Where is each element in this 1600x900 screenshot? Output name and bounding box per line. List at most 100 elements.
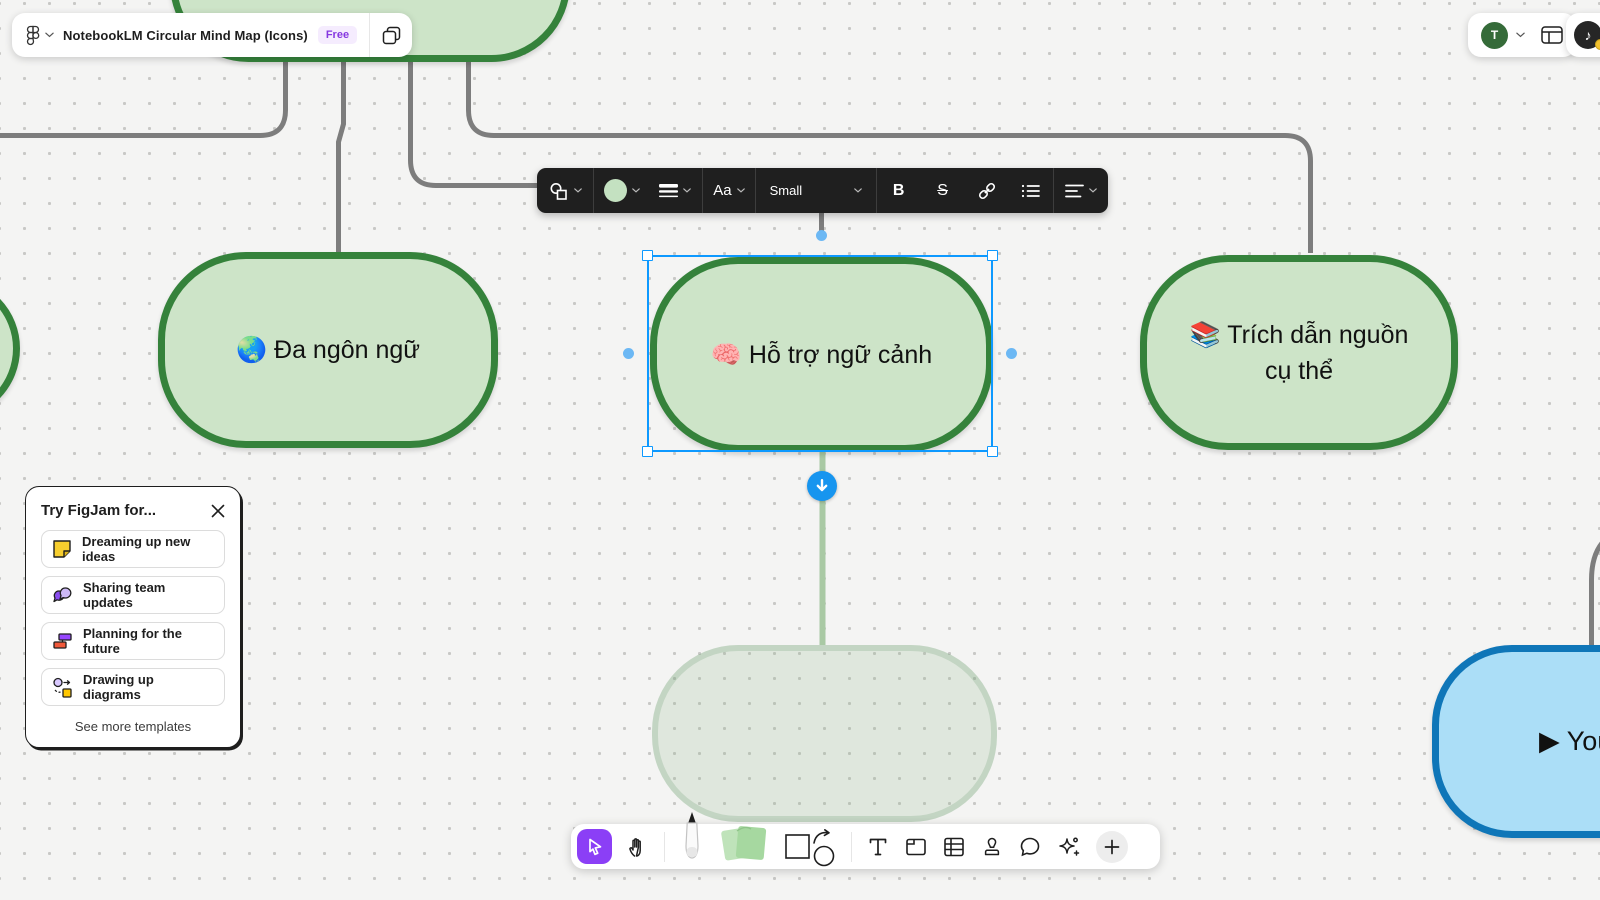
selection-handle-top-right[interactable] xyxy=(987,250,998,261)
table-tool-button[interactable] xyxy=(942,835,966,859)
toolbar-divider xyxy=(593,168,595,213)
mindmap-node-youtube[interactable]: ▶ You xyxy=(1432,645,1600,838)
node-label: 🌏 Đa ngôn ngữ xyxy=(235,336,421,364)
template-item-label: Planning for the future xyxy=(83,626,182,656)
shape-icon xyxy=(549,181,569,201)
cursor-arrow-icon xyxy=(584,836,606,858)
toolbar-divider xyxy=(1052,168,1054,213)
music-plugin-button[interactable]: ♪ xyxy=(1566,13,1600,57)
strikethrough-button[interactable]: S xyxy=(921,168,965,213)
stamp-tool-button[interactable] xyxy=(980,835,1004,859)
chevron-down-icon xyxy=(631,188,640,193)
close-icon[interactable] xyxy=(211,504,225,518)
shape-tool-button[interactable] xyxy=(783,826,837,868)
file-title[interactable]: NotebookLM Circular Mind Map (Icons) xyxy=(63,27,308,43)
chip-divider xyxy=(369,13,371,57)
selection-handle-top-left[interactable] xyxy=(642,250,653,261)
music-star-badge xyxy=(1595,39,1600,50)
sticky-note-tool-button[interactable] xyxy=(719,821,769,867)
connector-top-to-right-node[interactable] xyxy=(466,58,1313,253)
arrow-down-icon xyxy=(813,477,831,495)
connection-dot-left[interactable] xyxy=(623,348,634,359)
duplicate-file-button[interactable] xyxy=(370,13,412,57)
chat-bubbles-icon xyxy=(52,585,73,605)
stroke-weight-icon xyxy=(659,182,679,200)
font-label: Aa xyxy=(713,182,732,199)
comment-tool-button[interactable] xyxy=(1018,835,1042,859)
node-label: 📚 Trích dẫn nguồn cụ thể xyxy=(1189,320,1409,385)
connector-top-to-offscreen-left[interactable] xyxy=(0,58,288,138)
user-pill: T xyxy=(1468,13,1576,57)
bullet-list-icon xyxy=(1021,182,1040,200)
shape-picker[interactable] xyxy=(537,168,593,213)
template-item-label: Sharing team updates xyxy=(83,580,166,610)
bold-button[interactable]: B xyxy=(877,168,921,213)
add-child-node-button[interactable] xyxy=(807,471,837,501)
font-picker[interactable]: Aa xyxy=(703,168,754,213)
toolbar-divider xyxy=(664,831,665,862)
chevron-down-icon xyxy=(853,188,862,193)
chevron-down-icon xyxy=(736,188,745,193)
section-tool-button[interactable] xyxy=(904,835,928,859)
select-tool-button[interactable] xyxy=(577,829,612,864)
fill-color-swatch xyxy=(603,179,627,202)
toolbar-divider xyxy=(702,168,704,213)
ai-sparkle-button[interactable] xyxy=(1056,835,1082,859)
add-tool-button[interactable] xyxy=(1096,830,1128,863)
connector-right-edge[interactable] xyxy=(1589,538,1600,645)
connection-dot-right[interactable] xyxy=(1006,348,1017,359)
template-item-new-ideas[interactable]: Dreaming up new ideas xyxy=(41,530,225,568)
chevron-down-icon[interactable] xyxy=(1516,32,1525,38)
toolbar-divider xyxy=(754,168,756,213)
layout-panel-icon[interactable] xyxy=(1541,26,1563,44)
gantt-bars-icon xyxy=(52,631,73,651)
template-item-diagrams[interactable]: Drawing up diagrams xyxy=(41,668,225,706)
panel-title: Try FigJam for... xyxy=(41,502,157,519)
template-item-label: Drawing up diagrams xyxy=(83,672,154,702)
marker-tool-button[interactable] xyxy=(679,810,705,868)
text-align-icon xyxy=(1064,183,1084,199)
bullet-list-button[interactable] xyxy=(1009,168,1053,213)
hand-tool-button[interactable] xyxy=(626,835,650,859)
selection-handle-bottom-left[interactable] xyxy=(642,446,653,457)
fill-color-picker[interactable] xyxy=(594,168,648,213)
template-item-team-updates[interactable]: Sharing team updates xyxy=(41,576,225,614)
node-label: ▶ You xyxy=(1539,726,1600,756)
mindmap-node-citations[interactable]: 📚 Trích dẫn nguồn cụ thể xyxy=(1140,255,1458,450)
mindmap-node-ghost-suggestion[interactable] xyxy=(652,645,997,822)
mindmap-node-context-support[interactable]: 🧠 Hỗ trợ ngữ cảnh xyxy=(650,257,993,452)
chevron-down-icon xyxy=(1088,188,1097,193)
try-figjam-panel: Try FigJam for... Dreaming up new ideas … xyxy=(25,486,241,748)
node-label: 🧠 Hỗ trợ ngữ cảnh xyxy=(710,340,933,369)
selection-handle-bottom-right[interactable] xyxy=(987,446,998,457)
see-more-templates-link[interactable]: See more templates xyxy=(74,719,192,734)
music-note-glyph: ♪ xyxy=(1584,27,1592,43)
figma-logo-icon[interactable] xyxy=(26,25,40,46)
link-button[interactable] xyxy=(965,168,1009,213)
format-toolbar: Aa Small B S xyxy=(537,168,1108,213)
link-icon xyxy=(977,181,997,201)
file-menu-chip: NotebookLM Circular Mind Map (Icons) Fre… xyxy=(12,13,413,57)
text-align-picker[interactable] xyxy=(1054,168,1108,213)
diagram-shapes-icon xyxy=(52,677,73,698)
avatar[interactable]: T xyxy=(1481,21,1508,49)
mindmap-node-multilingual[interactable]: 🌏 Đa ngôn ngữ xyxy=(158,252,498,448)
bottom-toolbar xyxy=(571,811,1160,869)
stroke-weight-picker[interactable] xyxy=(649,168,702,213)
template-item-planning[interactable]: Planning for the future xyxy=(41,622,225,660)
chevron-down-icon[interactable] xyxy=(45,32,54,38)
connection-dot-top[interactable] xyxy=(816,230,827,241)
text-size-dropdown[interactable]: Small xyxy=(756,168,876,213)
music-disc-icon: ♪ xyxy=(1574,21,1600,50)
strikethrough-label: S xyxy=(937,181,948,199)
chevron-down-icon xyxy=(683,188,692,193)
text-style-group: B S xyxy=(877,168,1053,213)
sticky-note-icon xyxy=(52,539,72,559)
toolbar-divider xyxy=(851,831,852,862)
template-item-label: Dreaming up new ideas xyxy=(82,534,191,564)
plan-badge: Free xyxy=(317,26,358,44)
connector-top-to-left-node[interactable] xyxy=(336,58,346,252)
bold-label: B xyxy=(892,181,905,199)
text-tool-button[interactable] xyxy=(866,835,890,859)
toolbar-divider xyxy=(875,168,877,213)
